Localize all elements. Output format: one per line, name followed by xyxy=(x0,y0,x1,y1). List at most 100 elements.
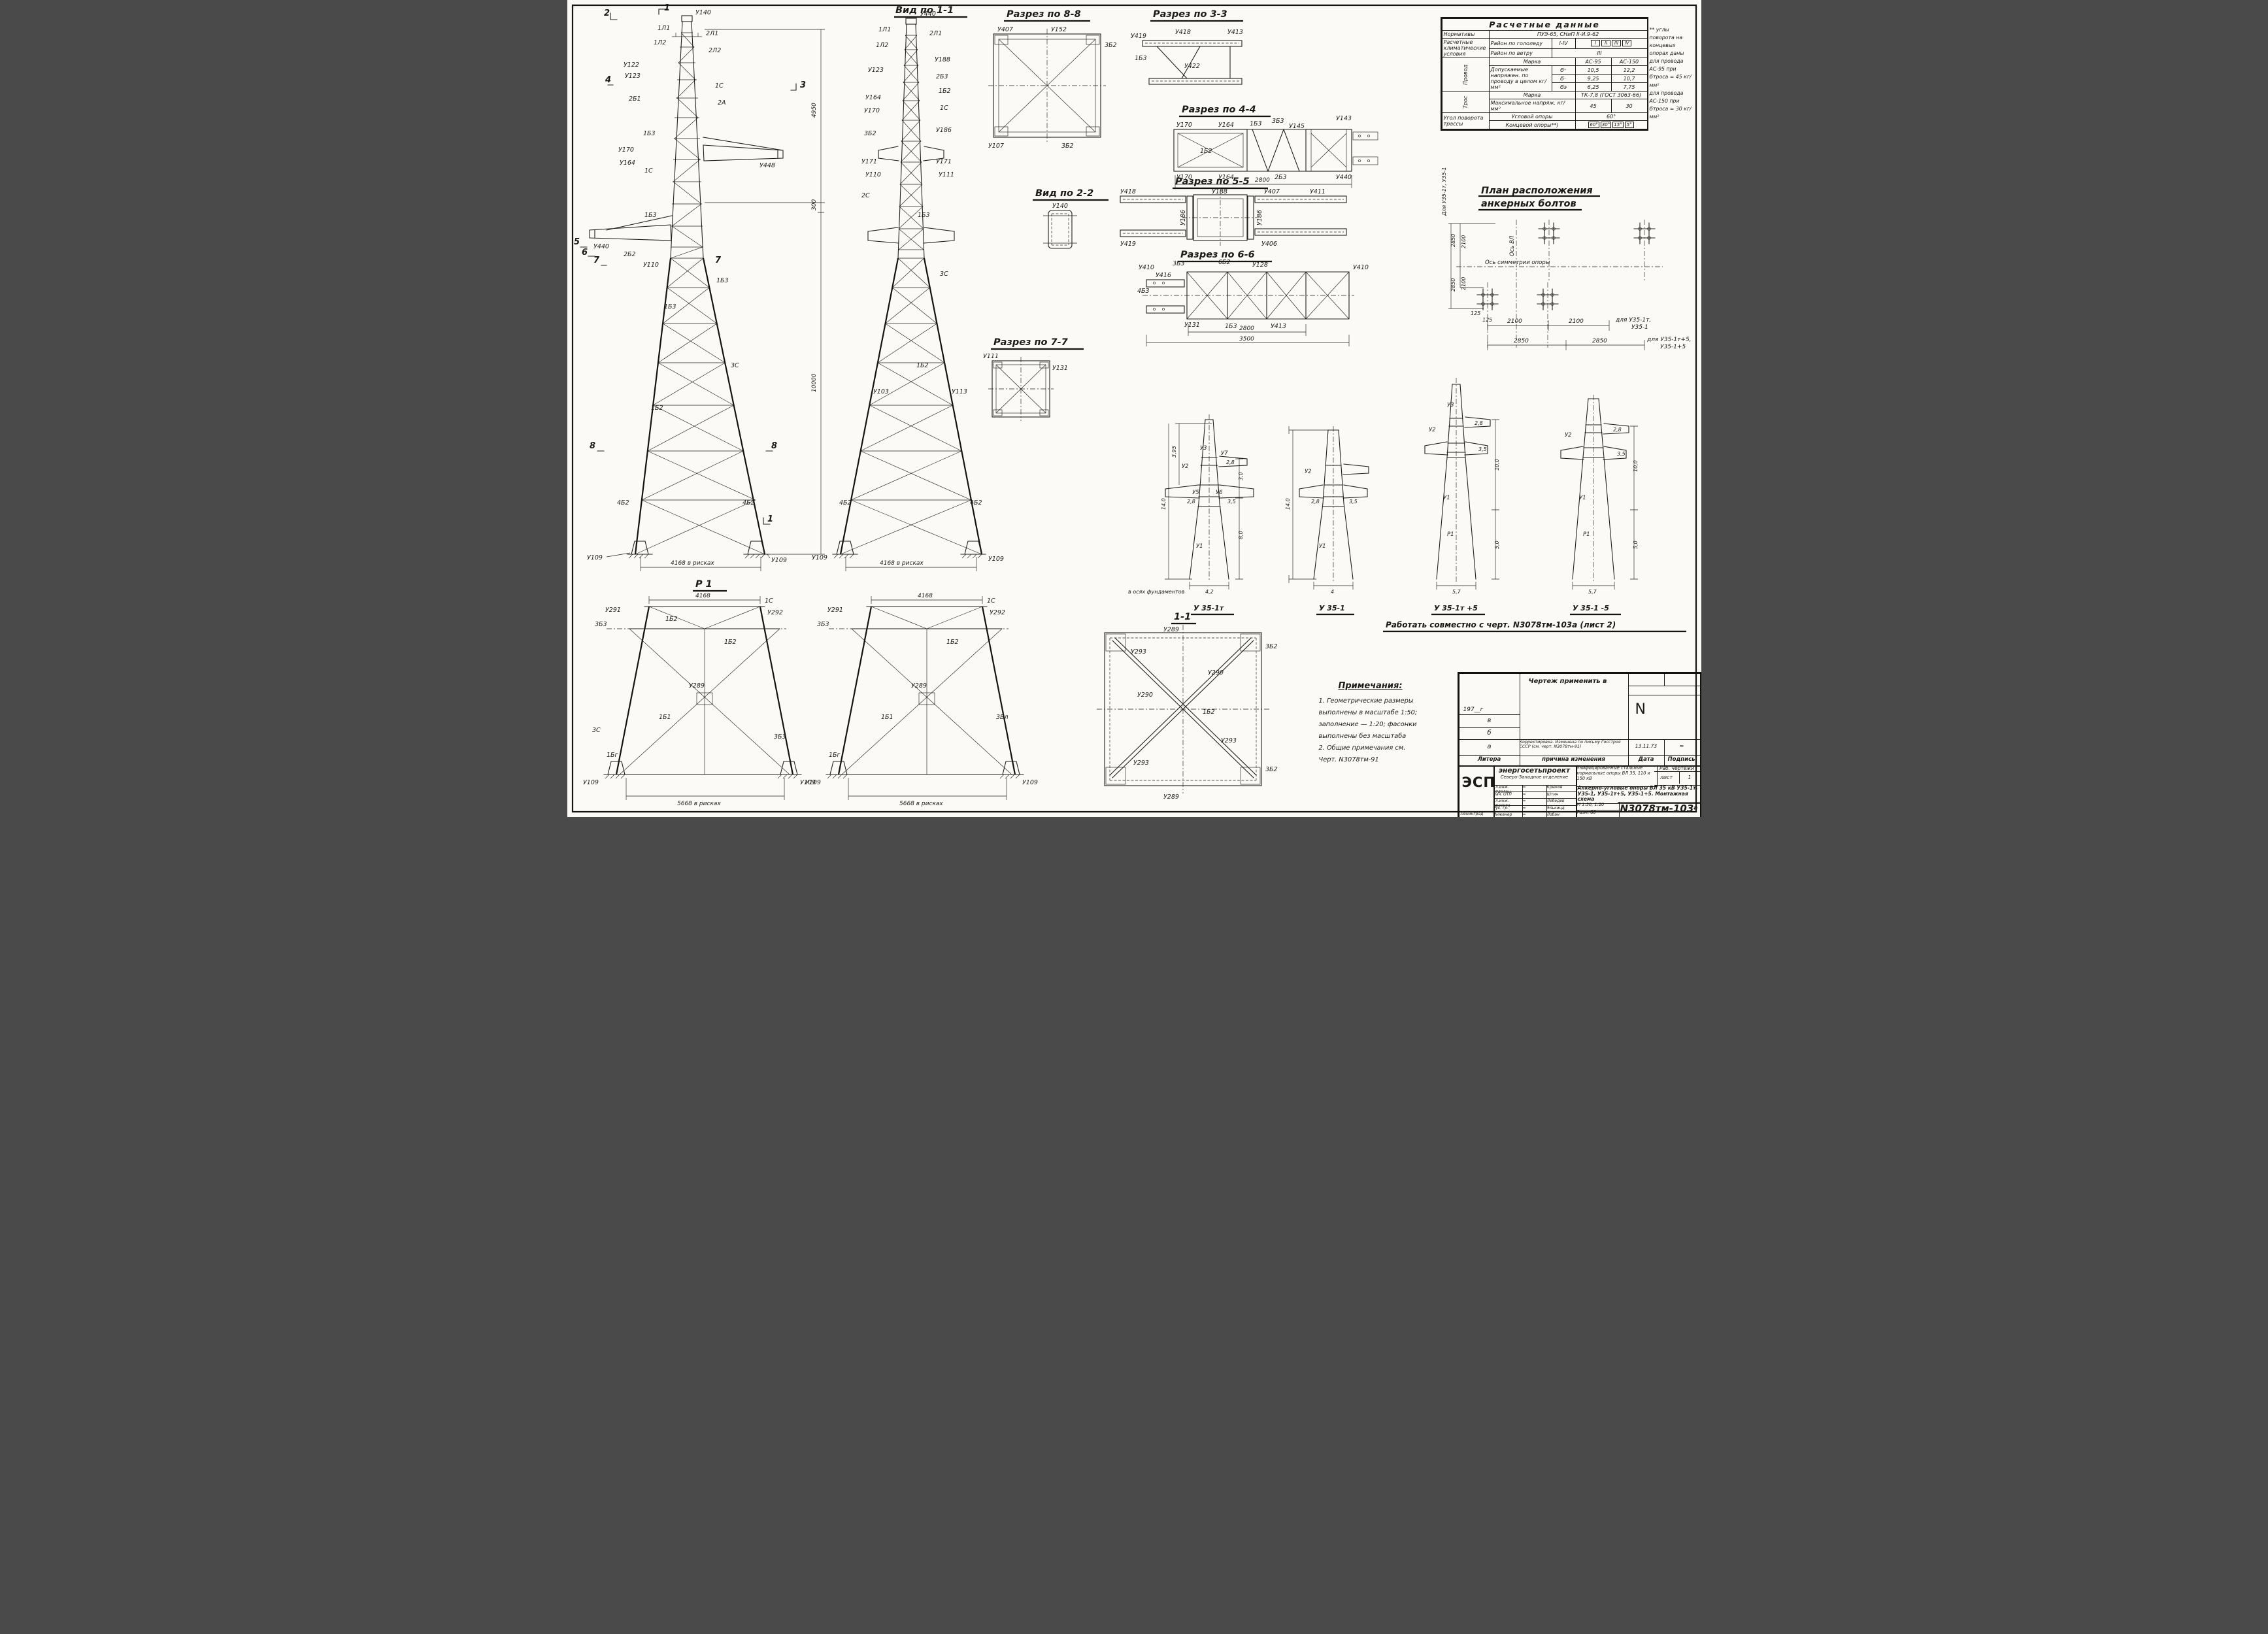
member-label: У440 xyxy=(1336,174,1352,181)
n-label: N xyxy=(1635,701,1646,718)
member-label: 1Б2 xyxy=(939,88,951,95)
member-label: 3Б2 xyxy=(1061,142,1074,150)
dimension-label: 5668 в рисках xyxy=(677,801,721,807)
notes-block: Примечания: 1. Геометрические размеры вы… xyxy=(1319,681,1453,768)
dimension-label: 4168 в рисках xyxy=(671,560,714,567)
wire-brand-label: Марка xyxy=(1488,58,1576,66)
member-label: У143 xyxy=(1336,115,1352,122)
member-label: 2Б3 xyxy=(936,73,948,80)
member-label: У109 xyxy=(583,779,599,786)
axis-label: Ось симметрии опоры xyxy=(1485,259,1550,266)
member-label: 3Бл xyxy=(996,714,1009,721)
staff-name: Штин xyxy=(1546,792,1559,797)
member-label: У171 xyxy=(936,158,952,165)
notes-title: Примечания: xyxy=(1338,681,1403,691)
dimension-label: 5,0 xyxy=(1633,541,1639,549)
foundation-panel-1: Р 1 4168 5668 в рисках У291 1С У292 3Б3 … xyxy=(583,579,816,807)
member-label: У103 xyxy=(873,388,889,395)
note-line: выполнены без масштаба xyxy=(1318,733,1407,740)
cable-stress-v1: 45 xyxy=(1575,99,1612,113)
member-label: У164 xyxy=(620,159,635,167)
rev-a-date: 13.11.73 xyxy=(1627,739,1665,756)
plan-note: У35-1+5 xyxy=(1660,344,1686,350)
stress-v1: 10,5 xyxy=(1575,65,1612,75)
member-label: 2Б1 xyxy=(629,95,641,103)
size-label: Разм. 86 xyxy=(1576,810,1620,817)
member-label: 1Бг xyxy=(829,752,841,759)
series-title: Унифицированные стальные нормальные опор… xyxy=(1575,765,1658,787)
member-label: 1Б3 xyxy=(716,277,729,284)
outline-tower-u35-1-minus5: 2,8 3,5 10,0 5,0 5,7 У2 У1 Р1 У 35-1 -5 xyxy=(1559,395,1639,616)
dimension-label: 2100 xyxy=(1461,235,1467,248)
dimension-label: 4168 в рисках xyxy=(880,560,924,567)
member-label: У419 xyxy=(1131,33,1146,40)
dimension-label: 8,0 xyxy=(1238,531,1244,539)
dimension-label: 2800 xyxy=(1255,177,1270,184)
member-label: У122 xyxy=(624,61,639,69)
wire-group-label: Провод xyxy=(1442,58,1489,92)
dimension-label: 3,5 xyxy=(1227,499,1236,505)
detail-1-1: 1-1 У289 У293 3Б2 У290 1Б2 У290 У293 У29… xyxy=(1096,612,1277,801)
outline-tower-u35-1t-plus5: 2,8 3,5 10,0 5,0 5,7 У3 У2 У1 Р1 У 35-1т… xyxy=(1424,378,1500,616)
member-label: 2Л2 xyxy=(709,47,721,54)
member-label: У292 xyxy=(767,609,783,616)
footnote-line: концевых xyxy=(1649,42,1676,49)
ice-value: I-IV xyxy=(1551,38,1576,49)
wire-brand-1: АС-95 xyxy=(1575,58,1612,66)
view-title: Вид по 2-2 xyxy=(1035,188,1093,199)
member-label: У170 xyxy=(618,146,634,154)
member-label: 1Б3 xyxy=(1250,120,1262,127)
tb-cell xyxy=(1627,686,1701,695)
section-mark: 3 xyxy=(800,80,806,90)
footnote-line: Ϭтроса = 30 кг/мм² xyxy=(1649,105,1692,120)
dimension-label: 4 xyxy=(1331,589,1334,595)
dimension-label: 2100 xyxy=(1507,318,1522,325)
member-label: У407 xyxy=(997,26,1013,33)
member-label: 2Л1 xyxy=(929,30,942,37)
member-label: У140 xyxy=(1052,203,1068,210)
tower-type-label: У 35-1 -5 xyxy=(1573,604,1609,612)
member-label: 1Л1 xyxy=(878,26,891,33)
ice-box: III xyxy=(1612,40,1622,47)
dimension-label: 2100 xyxy=(1569,318,1584,325)
member-label: 3Б3 xyxy=(1173,260,1185,267)
dimension-label: 4950 xyxy=(811,103,818,118)
member-label: У413 xyxy=(1227,29,1243,36)
section-mark: 6 xyxy=(582,248,588,258)
footnote-line: АС-150 при xyxy=(1649,97,1680,104)
plan-note: У35-1 xyxy=(1631,324,1648,331)
dimension-label: 125 xyxy=(1482,317,1492,323)
member-label: 1С xyxy=(715,82,724,90)
tb-cell xyxy=(1627,674,1665,686)
stress-v1: 9,25 xyxy=(1575,74,1612,83)
tower-type-label: У 35-1 xyxy=(1319,604,1345,612)
staff-name: Крюков xyxy=(1546,785,1563,790)
angle-corner-label: Угловой опоры xyxy=(1488,112,1576,121)
footnote-line: Ϭтроса = 45 кг/мм² xyxy=(1649,74,1692,88)
member-label: У289 xyxy=(911,682,927,690)
member-label: У422 xyxy=(1184,63,1200,70)
staff-name: Лобан xyxy=(1546,812,1559,817)
dimension-label: 4,2 xyxy=(1205,589,1214,595)
plan-note: для У35-1т, xyxy=(1615,317,1651,324)
section-mark: 5 xyxy=(574,237,580,247)
ice-box: IV xyxy=(1622,40,1632,47)
member-label: 1Б2 xyxy=(665,616,678,623)
member-label: У145 xyxy=(1289,123,1305,130)
member-label: У2 xyxy=(1305,469,1312,475)
footnote-line: опорах даны xyxy=(1649,50,1684,57)
member-label: 6Б2 xyxy=(1218,259,1231,266)
staff-role: Рук. гр. xyxy=(1493,805,1523,812)
staff-signature: ≈ xyxy=(1523,785,1547,792)
member-label: У109 xyxy=(771,557,787,564)
member-label: 1Б3 xyxy=(1135,55,1147,62)
member-label: У123 xyxy=(868,67,884,74)
section-title: Разрез по 6-6 xyxy=(1180,250,1255,260)
front-view-tower: Вид по 1-1 4168 в рисках У440 У109 У109 … xyxy=(812,5,1003,571)
member-label: У1 xyxy=(1579,495,1586,501)
dimension-label: 2,8 xyxy=(1187,499,1195,505)
member-label: У111 xyxy=(983,353,999,360)
member-label: У170 xyxy=(1176,122,1192,129)
staff-name: Элькинд xyxy=(1546,805,1565,810)
